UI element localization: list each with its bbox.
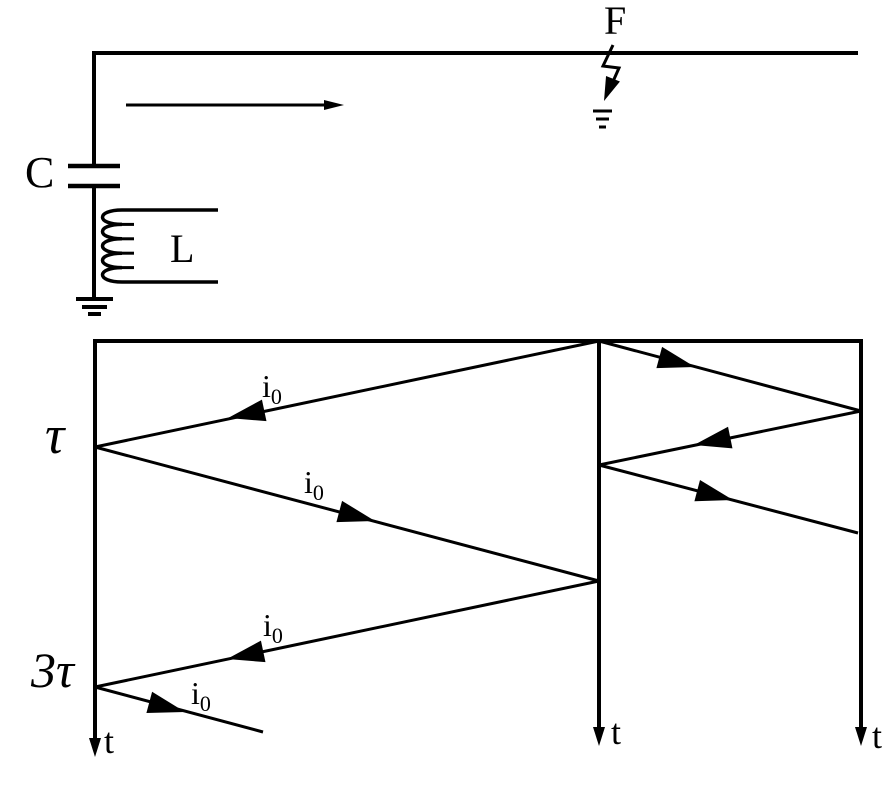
wave-current-label-4: i0 bbox=[191, 675, 211, 716]
three-tau-mark-label: 3τ bbox=[30, 642, 76, 698]
capacitor-label: C bbox=[25, 148, 54, 197]
time-axis-middle-label: t bbox=[611, 712, 621, 752]
fault-ground-icon bbox=[593, 109, 612, 129]
fault-label: F bbox=[604, 0, 626, 43]
wave-segment-7 bbox=[598, 463, 859, 535]
time-axis-right: t bbox=[855, 341, 882, 756]
time-axis-right-label: t bbox=[872, 716, 882, 756]
wave-arrow-icon bbox=[224, 640, 266, 670]
lattice-diagram: t t t i0 i0 i0 bbox=[30, 339, 882, 761]
wave-arrow-icon bbox=[225, 399, 267, 429]
inductor-label: L bbox=[170, 226, 194, 271]
wave-arrow-icon bbox=[146, 691, 188, 723]
ground-icon bbox=[76, 297, 113, 316]
time-axis-left-label: t bbox=[104, 721, 114, 761]
wave-arrow-icon bbox=[336, 500, 378, 532]
wave-segment-6 bbox=[598, 409, 862, 467]
tau-mark-label: τ bbox=[45, 405, 66, 465]
wave-current-label-1: i0 bbox=[262, 368, 282, 409]
wave-segment-4 bbox=[94, 685, 264, 734]
axis-arrow-icon bbox=[89, 738, 101, 757]
inductor-coil-icon bbox=[100, 208, 218, 284]
wave-segment-2 bbox=[94, 445, 600, 583]
wave-segment-3 bbox=[94, 579, 600, 689]
time-axis-left: t bbox=[89, 339, 114, 761]
time-axis-middle: t bbox=[593, 341, 621, 752]
wave-segment-1 bbox=[94, 339, 600, 449]
circuit-diagram: C L F bbox=[25, 0, 858, 316]
wave-arrow-icon bbox=[694, 479, 736, 511]
wave-current-label-2: i0 bbox=[304, 464, 324, 505]
capacitor-icon bbox=[68, 163, 120, 189]
axis-arrow-icon bbox=[593, 727, 605, 746]
wave-arrow-icon bbox=[656, 346, 698, 378]
surge-arrow-icon bbox=[126, 100, 344, 110]
wave-segment-5 bbox=[598, 339, 862, 413]
wave-arrow-icon bbox=[691, 426, 733, 456]
wave-current-label-3: i0 bbox=[263, 607, 283, 648]
axis-arrow-icon bbox=[855, 727, 867, 746]
fault-lightning-icon bbox=[593, 44, 622, 129]
